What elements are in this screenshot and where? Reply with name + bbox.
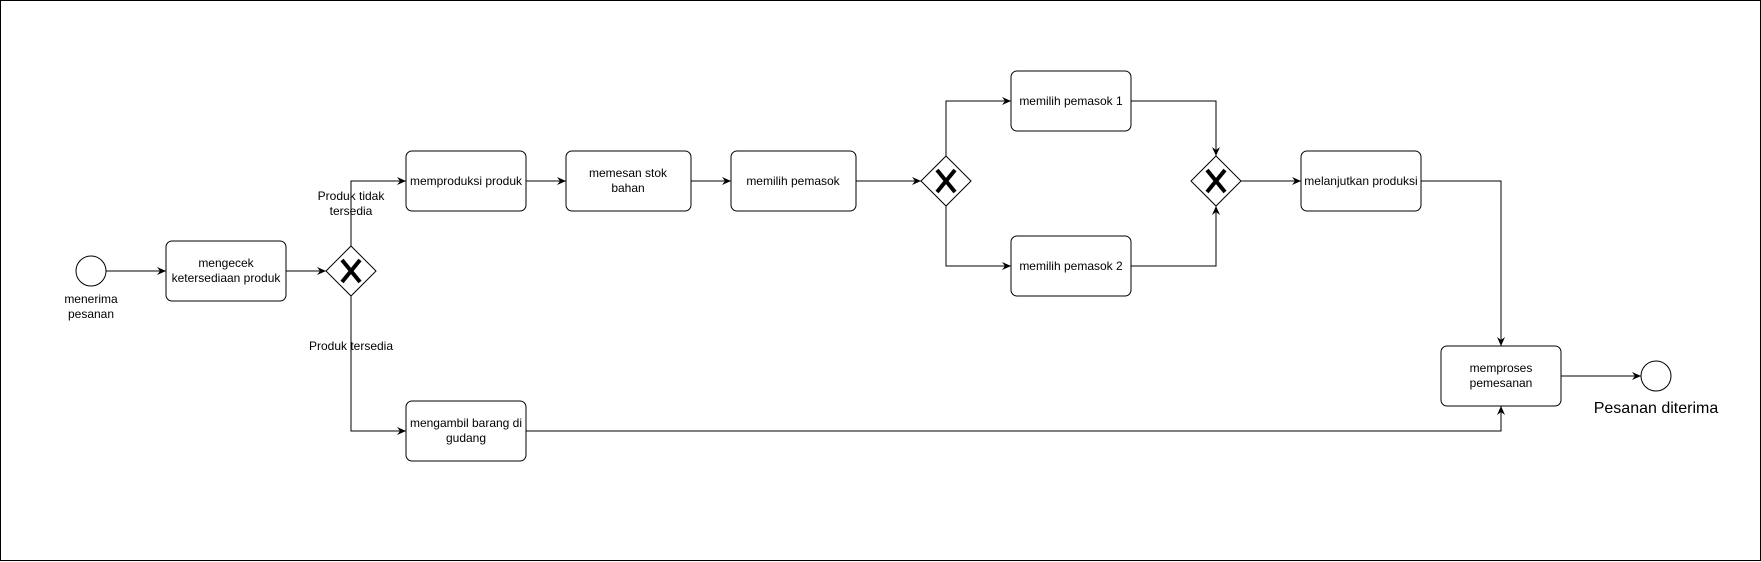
exclusive-gateway-1[interactable] (325, 245, 377, 297)
task-memproses-pemesanan[interactable]: memproses pemesanan (1440, 345, 1562, 407)
task-label: memilih pemasok 2 (1019, 259, 1123, 273)
task-label-2: ketersediaan produk (172, 271, 282, 285)
task-mengambil-barang[interactable]: mengambil barang di gudang (405, 400, 527, 462)
task-label-2: pemesanan (1470, 376, 1533, 390)
edge-label-tersedia: Produk tersedia (309, 339, 393, 353)
task-label-2: gudang (446, 431, 486, 445)
x-icon (935, 168, 957, 194)
task-label-1: memesan stok (589, 166, 668, 180)
exclusive-gateway-2[interactable] (920, 155, 972, 207)
start-event[interactable] (75, 255, 107, 287)
task-label: memilih pemasok (746, 174, 840, 188)
task-label-1: memproses (1470, 361, 1533, 375)
exclusive-gateway-3[interactable] (1190, 155, 1242, 207)
x-icon (1205, 168, 1227, 194)
task-memproduksi-produk[interactable]: memproduksi produk (405, 150, 527, 212)
task-memilih-pemasok-1[interactable]: memilih pemasok 1 (1010, 70, 1132, 132)
edge-gateway-to-produksi (350, 177, 406, 246)
task-label: memproduksi produk (410, 174, 523, 188)
end-event[interactable] (1640, 360, 1672, 392)
task-melanjutkan-produksi[interactable]: melanjutkan produksi (1300, 150, 1422, 212)
edge-pemasok1-to-gateway3 (1131, 100, 1220, 156)
task-memesan-stok-bahan[interactable]: memesan stok bahan (565, 150, 692, 212)
task-label-1: mengambil barang di (410, 416, 522, 430)
edge-gateway2-to-pemasok2 (945, 206, 1011, 270)
task-label-2: bahan (611, 181, 644, 195)
task-mengecek-ketersediaan[interactable]: mengecek ketersediaan produk (165, 240, 287, 302)
edge-label-tidak-tersedia-2: tersedia (330, 204, 373, 218)
edges (106, 97, 1641, 435)
edge-lanjut-to-proses (1421, 180, 1505, 346)
edge-pemasok2-to-gateway3 (1131, 206, 1220, 267)
task-label-1: mengecek (198, 256, 254, 270)
start-event-label-2: pesanan (68, 307, 114, 321)
start-event-label-1: menerima (64, 292, 118, 306)
end-event-label: Pesanan diterima (1594, 400, 1719, 417)
x-icon (340, 258, 362, 284)
task-label: memilih pemasok 1 (1019, 94, 1123, 108)
edge-label-tidak-tersedia-1: Produk tidak (318, 189, 386, 203)
edge-gateway-to-gudang (350, 296, 406, 435)
edge-gateway2-to-pemasok1 (945, 97, 1011, 156)
edge-gudang-to-proses (526, 406, 1505, 432)
task-memilih-pemasok-2[interactable]: memilih pemasok 2 (1010, 235, 1132, 297)
task-label: melanjutkan produksi (1304, 174, 1417, 188)
task-memilih-pemasok[interactable]: memilih pemasok (730, 150, 857, 212)
